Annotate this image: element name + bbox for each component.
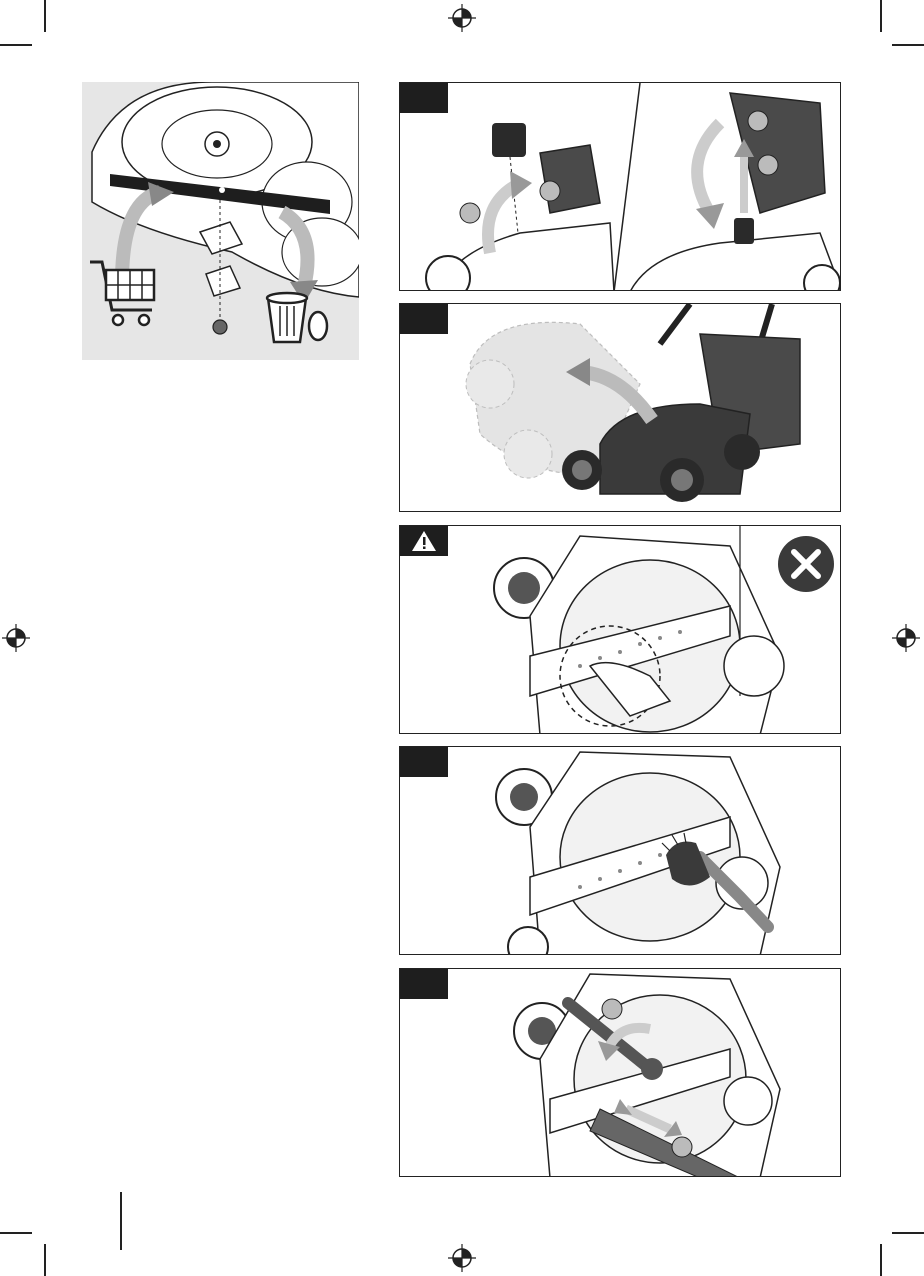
shopping-cart-icon	[90, 262, 154, 325]
registration-target-left	[2, 624, 30, 652]
battery-icon	[492, 123, 526, 157]
registration-target-bottom	[448, 1244, 476, 1272]
registration-target-right	[892, 624, 920, 652]
figure-remove-battery	[399, 82, 841, 291]
trash-bin-icon	[267, 293, 327, 342]
figure-blade-replacement	[82, 82, 359, 360]
prohibited-x-icon	[778, 536, 834, 592]
figure-tilt-mower	[399, 303, 841, 512]
figure-warning-no-hands	[399, 525, 841, 734]
figure-brush-clean	[399, 746, 841, 955]
registration-target-top	[448, 4, 476, 32]
figure-loosen-blade	[399, 968, 841, 1177]
